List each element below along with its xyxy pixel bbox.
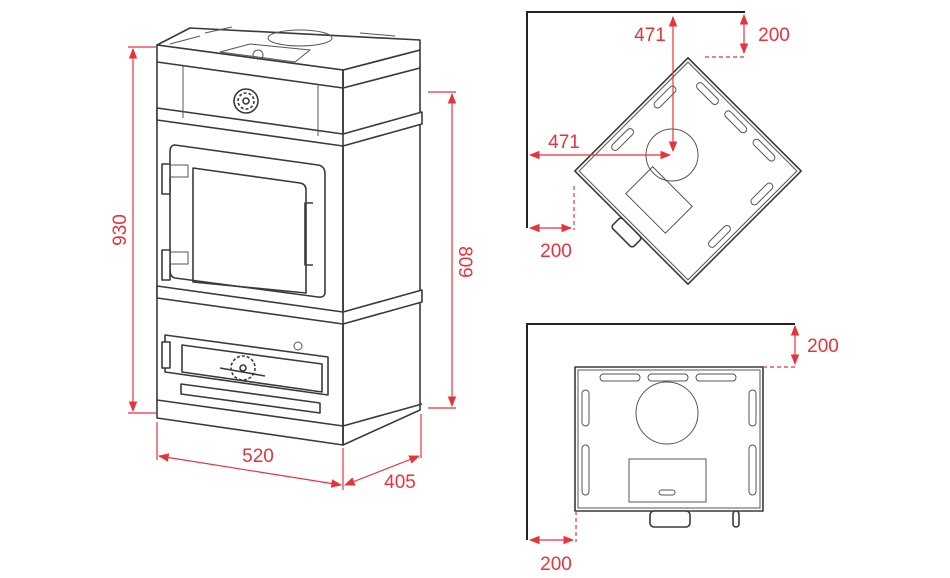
door-hinge (161, 163, 171, 195)
dim-depth-405: 405 (343, 414, 422, 493)
ash-drawer (161, 334, 329, 414)
wall-corner (526, 323, 795, 540)
wall-installation-view: 200 200 (526, 323, 839, 575)
dim-label-200-back: 200 (807, 336, 839, 357)
dim-height-930: 930 (110, 46, 156, 414)
dim-label-200-side: 200 (540, 241, 572, 262)
dim-label-809: 809 (454, 246, 475, 278)
door-handle (304, 202, 313, 266)
opening (625, 166, 693, 234)
top-opening (219, 43, 312, 63)
dim-label-200-back: 200 (758, 25, 790, 46)
stove-top (574, 366, 764, 528)
hob-ring (267, 29, 333, 47)
air-control-wheel-bottom (230, 355, 256, 381)
dim-width-520: 520 (156, 422, 344, 490)
handle (649, 510, 691, 528)
opening (628, 458, 707, 503)
corner-installation-view: 471 200 471 200 (526, 11, 802, 285)
dim-label-471-horizontal: 471 (548, 132, 580, 153)
air-control-wheel-top (233, 88, 259, 114)
dim-label-405: 405 (384, 472, 416, 493)
stove-side-face (342, 49, 421, 446)
handle (611, 217, 642, 248)
dim-height-809: 809 (428, 91, 475, 409)
stove-top-rotated (574, 57, 802, 285)
dim-label-200-side: 200 (540, 554, 572, 575)
dim-label-471-vertical: 471 (634, 25, 666, 46)
stove-front-view (156, 26, 423, 446)
wall-corner (526, 11, 745, 228)
knob-icon (293, 341, 303, 351)
door-hinge (161, 249, 171, 281)
flue-circle (635, 381, 699, 445)
dim-label-930: 930 (110, 214, 131, 246)
dim-label-520: 520 (242, 446, 274, 467)
fire-door (161, 144, 326, 298)
